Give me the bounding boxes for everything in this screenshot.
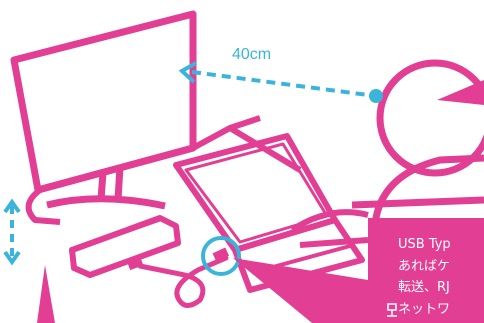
callout-line-2: あればケ: [398, 258, 484, 276]
person-nose: [437, 80, 484, 105]
callout-line-4: ネットワ: [398, 301, 484, 319]
callout-box: USB Typ あればケ 転送、RJ ネットワ: [368, 218, 484, 323]
laptop-lid: [176, 136, 335, 250]
distance-arrow: [182, 63, 383, 103]
person-shoulder: [375, 158, 484, 225]
height-arrow: [5, 202, 19, 262]
monitor: [14, 14, 193, 206]
callout-pointer-left: [37, 265, 55, 323]
person: [352, 63, 484, 225]
callout-line-3: 転送、RJ: [398, 279, 484, 297]
usb-plug-icon: [386, 303, 398, 317]
usb-cable: [140, 258, 226, 306]
distance-label: 40cm: [232, 46, 271, 64]
usb-hub: [72, 218, 178, 275]
callout-line-1: USB Typ: [398, 236, 484, 254]
monitor-screen: [14, 14, 193, 190]
monitor-stand-base: [47, 199, 165, 206]
